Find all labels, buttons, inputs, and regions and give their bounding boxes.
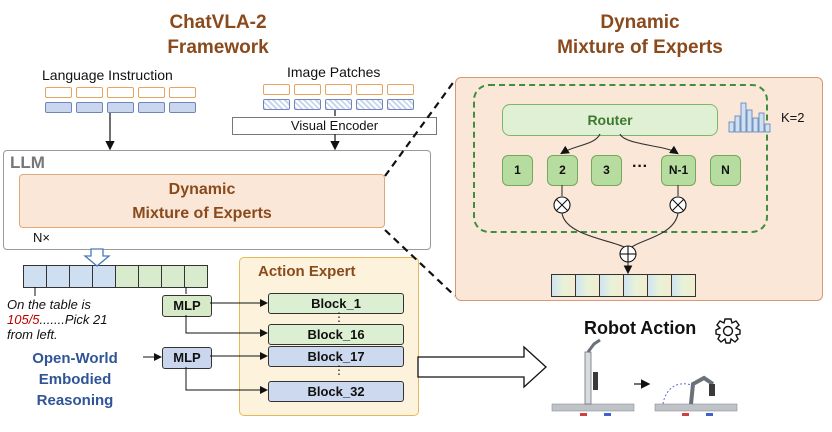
expert-n-minus-1: N-1 [661, 155, 696, 186]
down-arrow-icon [83, 248, 111, 267]
k-label: K=2 [781, 110, 805, 125]
reason-line1: Open-World [32, 350, 118, 367]
mlp-action: MLP [162, 347, 212, 369]
reason-line2: Embodied [38, 371, 112, 388]
right-arrow-icon [417, 345, 547, 389]
oplus-icon [619, 245, 637, 263]
router-to-experts [560, 133, 679, 155]
router-box: Router [502, 104, 718, 136]
nx-label: N× [33, 230, 50, 245]
block-16: Block_16 [268, 324, 404, 345]
open-world-reasoning-label: Open-World Embodied Reasoning [5, 348, 145, 411]
visual-encoder-box: Visual Encoder [232, 117, 437, 135]
quote-red-value: 105/5 [7, 312, 40, 327]
line-otimes1-oplus [561, 212, 625, 248]
ellipsis-2: ⋮ [333, 363, 345, 377]
framework-title-line2: Framework [167, 37, 269, 58]
otimes-icon [553, 196, 687, 214]
block-17: Block_17 [268, 346, 404, 367]
robot-arm-image [551, 338, 738, 416]
quote-part2: .......Pick 21 [39, 312, 108, 327]
language-tokens [45, 87, 200, 113]
gear-icon [715, 318, 741, 344]
expert-n: N [710, 155, 741, 186]
histogram-icon [728, 102, 771, 133]
action-expert-title: Action Expert [258, 263, 356, 280]
quote-part3: from left. [7, 327, 58, 342]
block-32: Block_32 [268, 381, 404, 402]
right-title: Dynamic Mixture of Experts [545, 10, 735, 60]
framework-title: ChatVLA-2 Framework [148, 10, 288, 60]
reason-line3: Reasoning [36, 392, 114, 409]
experts-ellipsis: ··· [632, 158, 648, 175]
image-tokens [263, 84, 418, 110]
llm-label: LLM [10, 153, 45, 172]
robot-action-label: Robot Action [584, 318, 697, 338]
llm-output-tokens [23, 265, 208, 288]
framework-title-line1: ChatVLA-2 [169, 12, 267, 33]
mlp-reasoning: MLP [162, 295, 212, 317]
moe-line2: Mixture of Experts [132, 205, 272, 222]
ellipsis-1: ⋮ [333, 310, 345, 324]
zoom-line-bottom [384, 229, 456, 297]
dynamic-moe-box: Dynamic Mixture of Experts [19, 174, 385, 228]
moe-output-tokens [551, 274, 696, 297]
expert-1: 1 [502, 155, 533, 186]
block-1: Block_1 [268, 293, 404, 314]
reasoning-output-text: On the table is 105/5.......Pick 21 from… [7, 297, 167, 342]
right-title-line2: Mixture of Experts [557, 37, 723, 58]
line-otimes2-oplus [631, 212, 679, 248]
zoom-line-top [384, 79, 456, 177]
moe-line1: Dynamic [168, 181, 236, 198]
right-title-line1: Dynamic [600, 12, 680, 33]
expert-3: 3 [591, 155, 622, 186]
language-instruction-label: Language Instruction [42, 67, 173, 83]
expert-pool-dashed [473, 84, 768, 233]
quote-part1: On the table is [7, 297, 91, 312]
image-patches-label: Image Patches [287, 64, 381, 80]
arrow-mlp2-to-block32 [185, 367, 268, 394]
arrow-mlp1-to-block16 [185, 315, 268, 337]
